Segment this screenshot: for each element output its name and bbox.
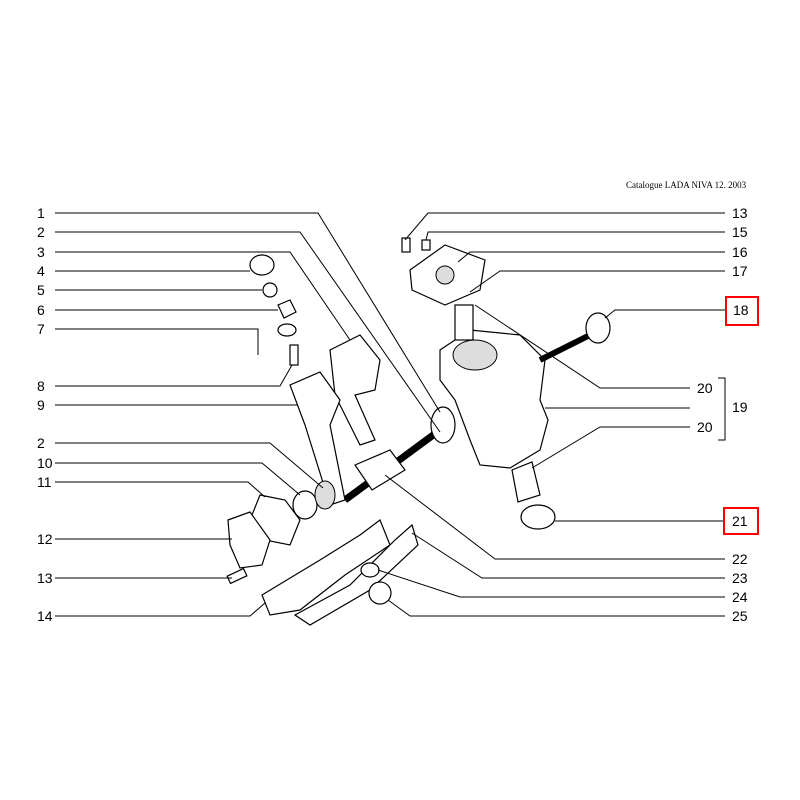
label-24: 24: [732, 589, 748, 605]
plate-12: [227, 511, 271, 569]
left-labels: 1 2 3 4 5 6 7 8 9 2 10 11 12 13 14: [37, 205, 53, 624]
label-2b: 2: [37, 435, 45, 451]
label-22: 22: [732, 551, 748, 567]
label-13: 13: [37, 570, 53, 586]
label-20b: 20: [697, 419, 713, 435]
label-12: 12: [37, 531, 53, 547]
label-19: 19: [732, 399, 748, 415]
label-17: 17: [732, 263, 748, 279]
label-6: 6: [37, 302, 45, 318]
washer-7: [277, 323, 297, 337]
bushing-20: [511, 461, 541, 503]
label-20: 20: [697, 380, 713, 396]
seal-21: [520, 504, 556, 530]
label-18: 18: [733, 302, 749, 318]
stud-8: [289, 344, 299, 366]
label-1: 1: [37, 205, 45, 221]
bearing-2: [314, 480, 336, 510]
label-8: 8: [37, 378, 45, 394]
leader-lines: [55, 212, 726, 617]
label-3: 3: [37, 244, 45, 260]
nut-25: [368, 581, 392, 605]
catalogue-caption: Catalogue LADA NIVA 12. 2003: [626, 180, 747, 190]
cap-4: [249, 254, 275, 276]
bolt-13: [226, 567, 248, 585]
label-14: 14: [37, 608, 53, 624]
washer-15: [421, 239, 431, 251]
parts-drawing: [226, 237, 611, 626]
label-4: 4: [37, 263, 45, 279]
sector-shaft: [454, 304, 474, 341]
right-labels: 13 15 16 17 18 20 19 20 21 22 23 24 25: [697, 205, 759, 624]
label-2: 2: [37, 224, 45, 240]
label-10: 10: [37, 455, 53, 471]
label-21: 21: [732, 513, 748, 529]
label-7: 7: [37, 321, 45, 337]
label-25: 25: [732, 608, 748, 624]
label-23: 23: [732, 570, 748, 586]
label-5: 5: [37, 282, 45, 298]
bearing-1: [430, 406, 456, 444]
bearing-10: [292, 490, 318, 520]
highlight-box-18: [725, 296, 759, 326]
highlight-box-21: [723, 507, 759, 535]
housing-bore: [452, 339, 498, 371]
lockwasher-6: [277, 299, 297, 319]
bracket-19: [718, 377, 726, 441]
nut-5: [262, 282, 278, 298]
bracket-9: [289, 371, 346, 506]
bracket-3: [329, 334, 381, 446]
label-15: 15: [732, 224, 748, 240]
coupling-22: [354, 449, 406, 491]
bolt-13-top: [401, 237, 411, 253]
washer-24: [360, 562, 380, 578]
label-13-right: 13: [732, 205, 748, 221]
label-9: 9: [37, 397, 45, 413]
label-11: 11: [37, 474, 52, 490]
cover-boss: [435, 265, 455, 285]
seal-18: [585, 312, 611, 344]
label-16: 16: [732, 244, 748, 260]
